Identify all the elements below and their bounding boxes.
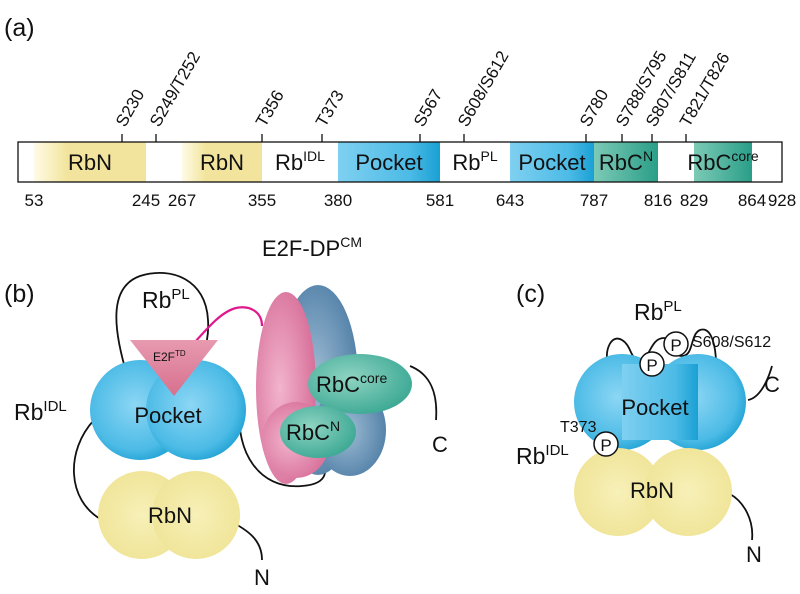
position-label-5: 581 [426, 191, 454, 210]
site-label-4: S567 [410, 86, 446, 130]
rbc-core-shape [308, 354, 412, 414]
domain-label-base-2: Rb [275, 150, 303, 175]
site-label-5: S608/S612 [454, 48, 513, 130]
position-label-3: 355 [248, 191, 276, 210]
c-phospho-pl-1-label: P [646, 356, 657, 375]
domain-label-4: RbPL [452, 148, 497, 175]
panel-c: (c) P P P RbPL S608/S612 T373 Pocket RbI… [516, 280, 780, 567]
position-label-0: 53 [25, 191, 44, 210]
domain-block-7 [694, 142, 752, 182]
c-rbn-label: RbN [630, 478, 674, 503]
domain-label-2: RbIDL [275, 148, 325, 175]
c-rbpl-label: RbPL [634, 298, 682, 325]
b-rbccore-label: RbCcore [316, 370, 387, 397]
b-rbn-label: RbN [148, 503, 192, 528]
position-label-7: 787 [580, 191, 608, 210]
domain-label-base-7: RbC [687, 150, 731, 175]
panel-b: (b) RbPL E2FTD Pocket RbIDL RbN [4, 234, 448, 590]
c-site-pl-label: S608/S612 [692, 334, 771, 351]
c-site-idl-label: T373 [560, 419, 597, 436]
domain-label-5: Pocket [518, 150, 585, 175]
rbn-ball-right [152, 471, 240, 559]
panel-b-label: (b) [4, 280, 35, 308]
c-phospho-idl [593, 431, 619, 457]
domain-label-base-5: Pocket [518, 150, 585, 175]
domain-block-0 [34, 142, 146, 182]
position-label-9: 829 [680, 191, 708, 210]
domain-label-0: RbN [68, 150, 112, 175]
e2f-linker [185, 306, 264, 353]
protein-outline [17, 141, 783, 183]
c-nterm-line [729, 493, 754, 541]
b-rbidl-label: RbIDL [14, 398, 67, 425]
position-label-11: 928 [768, 191, 796, 210]
position-label-4: 380 [324, 191, 352, 210]
position-label-1: 245 [132, 191, 160, 210]
c-phospho-idl-label: P [600, 436, 611, 455]
domain-label-base-6: RbC [599, 150, 643, 175]
c-pocket-label: Pocket [621, 395, 688, 420]
b-e2fdp-label: E2F-DPCM [262, 234, 362, 261]
domain-bars [34, 142, 752, 182]
domain-label-3: Pocket [355, 150, 422, 175]
b-rbcn-label: RbCN [286, 418, 340, 445]
domain-label-sup-2: IDL [303, 148, 325, 164]
position-label-6: 643 [496, 191, 524, 210]
c-term-line [409, 365, 438, 421]
b-pocket-label: Pocket [134, 403, 201, 428]
c-phospho-pl-2-label: P [670, 336, 681, 355]
position-label-8: 816 [644, 191, 672, 210]
site-label-0: S230 [112, 86, 148, 130]
c-phospho-pl-2 [663, 331, 689, 357]
b-e2ftd-label: E2FTD [153, 349, 186, 364]
idl-linker [73, 419, 103, 521]
c-phospho-pl-1 [639, 351, 665, 377]
c-rbpl-loop [606, 328, 717, 367]
position-label-2: 267 [168, 191, 196, 210]
b-cterm-label: C [432, 432, 448, 457]
domain-label-base-3: Pocket [355, 150, 422, 175]
panel-c-label: (c) [516, 280, 545, 308]
site-label-2: T356 [252, 87, 288, 130]
c-rbn-ball-left [574, 448, 662, 536]
site-label-1: S249/T252 [146, 48, 204, 130]
domain-label-sup-7: core [731, 148, 758, 164]
domain-label-6: RbCN [599, 148, 653, 175]
b-nterm-label: N [254, 565, 270, 590]
c-rbn-ball-right [644, 448, 732, 536]
domain-block-3 [338, 142, 440, 182]
position-label-10: 864 [738, 191, 766, 210]
c-pocket-fill [622, 364, 698, 440]
site-label-3: T373 [312, 87, 348, 130]
rbc-n-shape [280, 406, 356, 458]
domain-label-1: RbN [200, 150, 244, 175]
c-cterm-line [747, 365, 773, 401]
domain-label-sup-4: PL [481, 148, 498, 164]
domain-block-6 [594, 142, 658, 182]
domain-label-base-1: RbN [200, 150, 244, 175]
c-rbidl-label: RbIDL [516, 442, 569, 469]
site-label-6: S780 [576, 86, 612, 130]
domain-label-7: RbCcore [687, 148, 758, 175]
domain-block-1 [182, 142, 262, 182]
domain-label-base-4: Rb [452, 150, 480, 175]
domain-label-base-0: RbN [68, 150, 112, 175]
c-cterm-label: C [764, 372, 780, 397]
b-rbpl-label: RbPL [142, 286, 190, 313]
domain-label-sup-6: N [643, 148, 653, 164]
c-nterm-label: N [746, 542, 762, 567]
panel-a-label: (a) [4, 14, 35, 42]
domain-block-5 [510, 142, 594, 182]
e2f-td-triangle [130, 340, 218, 396]
